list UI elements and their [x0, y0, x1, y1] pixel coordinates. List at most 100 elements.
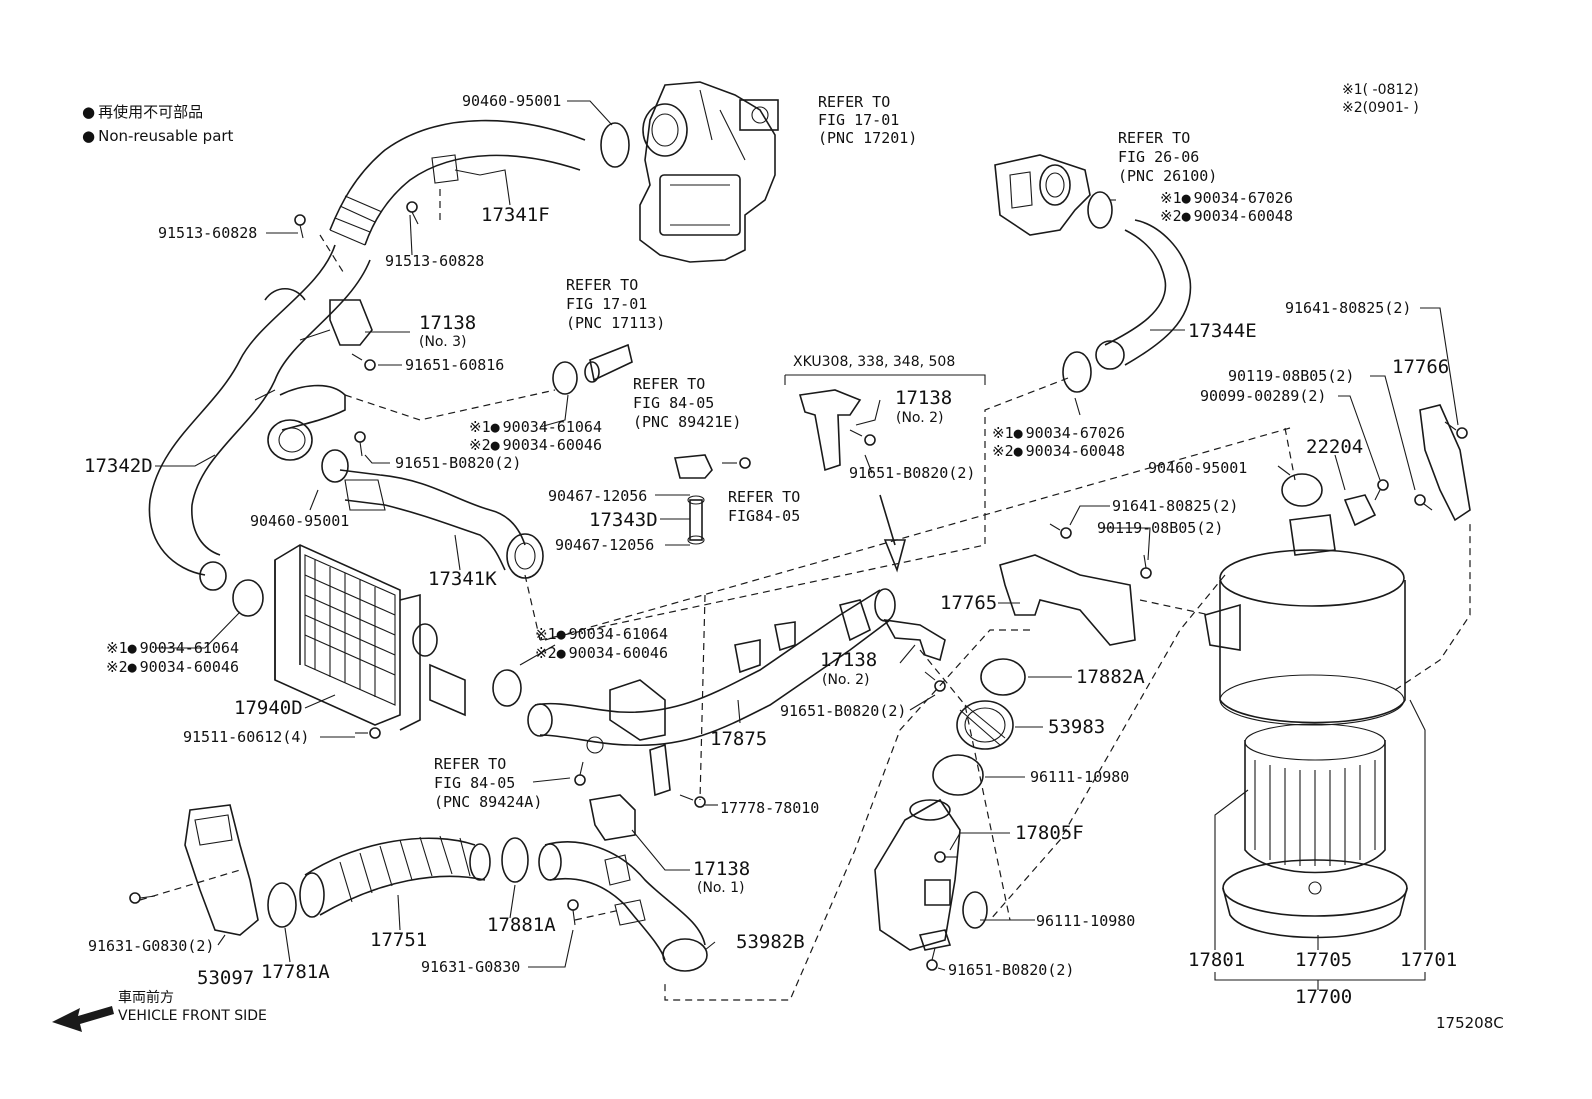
clamp-drawing: [501, 837, 529, 883]
mark-2: ※2: [469, 436, 491, 454]
part-90034-60046-b-text: 90034-60046: [139, 658, 239, 676]
nonreusable-mark: [557, 644, 569, 662]
part-91631-g0830-b: 91631-G0830: [421, 958, 521, 976]
part-90034-60046-a-text: 90034-60046: [502, 436, 602, 454]
vehicle-front-en: VEHICLE FRONT SIDE: [118, 1008, 267, 1024]
figure-id: 175208C: [1436, 1014, 1504, 1032]
part-90034-61064-c: ※190034-61064: [535, 625, 668, 643]
part-90467-12056-a: 90467-12056: [548, 487, 648, 505]
mark-2: ※2: [535, 644, 557, 662]
part-17801: 17801: [1188, 949, 1246, 971]
nonreusable-mark: [1014, 442, 1026, 460]
part-91651-b0820-b: 91651-B0820(2): [849, 464, 976, 482]
part-90034-61064-a-text: 90034-61064: [502, 418, 602, 436]
nonreusable-mark: [128, 639, 140, 657]
refer-note-throttle-2: FIG 26-06: [1118, 148, 1200, 166]
part-17781a: 17781A: [261, 961, 330, 983]
bracket-17766-drawing: [1419, 404, 1471, 522]
mark-1: ※1: [106, 639, 128, 657]
part-90099-00289: 90099-00289(2): [1200, 387, 1327, 405]
bracket-no2-upper-drawing: [798, 389, 862, 472]
arrow-down-icon: [879, 494, 907, 573]
clamp-drawing: [962, 891, 988, 929]
part-90460-95001-right: 90460-95001: [1148, 459, 1248, 477]
vehicle-front-jp: 車両前方: [118, 990, 174, 1006]
clamp-drawing: [321, 449, 349, 483]
hose-17342d-drawing: [148, 244, 371, 591]
nonreusable-mark: [1182, 189, 1194, 207]
part-90119-08b05-a: 90119-08B05(2): [1228, 367, 1355, 385]
nonreusable-mark: [557, 625, 569, 643]
hose-17341f-drawing: [329, 119, 586, 246]
part-17881a: 17881A: [487, 914, 556, 936]
leader-lines: [155, 100, 1459, 971]
part-90460-95001-mid: 90460-95001: [250, 512, 350, 530]
pipe-53982b-drawing: [538, 841, 708, 972]
part-22204: 22204: [1306, 436, 1364, 458]
part-96111-10980-b: 96111-10980: [1036, 912, 1136, 930]
mark-2: ※2: [1160, 207, 1182, 225]
nonreusable-mark: [128, 658, 140, 676]
part-91651-b0820-a: 91651-B0820(2): [395, 454, 522, 472]
bolt-icons: [129, 201, 1468, 971]
part-17701: 17701: [1400, 949, 1458, 971]
resonator-17805f-drawing: [874, 798, 961, 951]
refer-note-vsv-1: REFER TO: [633, 375, 706, 393]
part-53097: 53097: [197, 967, 255, 989]
part-90034-60048-b: ※290034-60048: [992, 442, 1125, 460]
clamp-drawing: [552, 361, 578, 395]
refer-note-throttle-3: (PNC 26100): [1118, 167, 1218, 185]
legend-jp-text: 再使用不可部品: [98, 103, 204, 121]
turbocharger-drawing: [639, 81, 779, 263]
refer-note-turbo-3: (PNC 17201): [818, 129, 918, 147]
clamp-drawing: [492, 669, 522, 707]
bracket-no2-lower-drawing: [883, 618, 946, 662]
part-90034-61064-b-text: 90034-61064: [139, 639, 239, 657]
throttle-body-drawing: [994, 154, 1091, 236]
part-17805f: 17805F: [1015, 822, 1084, 844]
air-cleaner-drawing: [1204, 514, 1408, 939]
bellows-53983-drawing: [956, 700, 1014, 750]
sensor-22204-drawing: [1343, 494, 1377, 527]
part-90460-95001-top: 90460-95001: [462, 92, 562, 110]
part-91511-60612: 91511-60612(4): [183, 728, 310, 746]
part-91651-b0820-c: 91651-B0820(2): [780, 702, 907, 720]
part-17341k: 17341K: [428, 568, 497, 590]
duct-53097-drawing: [184, 804, 259, 936]
refer-note-turbo-2: FIG 17-01: [818, 111, 900, 129]
part-17341f: 17341F: [481, 204, 550, 226]
part-17778-78010: 17778-78010: [720, 799, 820, 817]
applicability-note-1: ※1( -0812): [1342, 82, 1419, 98]
part-91651-b0820-d: 91651-B0820(2): [948, 961, 1075, 979]
part-90034-67026-b-text: 90034-67026: [1025, 424, 1125, 442]
clamp-drawing: [932, 754, 984, 796]
part-17940d: 17940D: [234, 697, 303, 719]
nonreusable-mark: [1182, 207, 1194, 225]
part-17700: 17700: [1295, 986, 1353, 1008]
part-91513-60828-b: 91513-60828: [385, 252, 485, 270]
part-17344e: 17344E: [1188, 320, 1257, 342]
refer-note-sensor-2: FIG 84-05: [434, 774, 516, 792]
clamp-drawing: [600, 122, 630, 168]
pipe-segment-drawing: [584, 343, 633, 383]
part-90034-60046-b: ※290034-60046: [106, 658, 239, 676]
pipe-17875-drawing: [527, 588, 896, 797]
part-90034-67026-a: ※1 90034-67026: [1160, 189, 1293, 207]
part-90034-60048-a: ※290034-60048: [1160, 207, 1293, 225]
bracket-no3-drawing: [329, 299, 373, 346]
mark-1: ※1: [1160, 189, 1182, 207]
part-53983: 53983: [1048, 716, 1106, 738]
part-53982b: 53982B: [736, 931, 805, 953]
part-90034-67026-a-text: 90034-67026: [1193, 189, 1293, 207]
dashed-connections: [139, 185, 1471, 1001]
part-91513-60828-a: 91513-60828: [158, 224, 258, 242]
clamp-drawing: [232, 579, 264, 617]
part-17138-no1: 17138: [693, 858, 751, 880]
front-arrow-icon: [52, 1006, 114, 1032]
intercooler-drawing: [274, 544, 466, 731]
refer-note-vsv-2: FIG 84-05: [633, 394, 715, 412]
mark-1: ※1: [469, 418, 491, 436]
part-17342d: 17342D: [84, 455, 153, 477]
part-91641-80825-a: 91641-80825(2): [1285, 299, 1412, 317]
